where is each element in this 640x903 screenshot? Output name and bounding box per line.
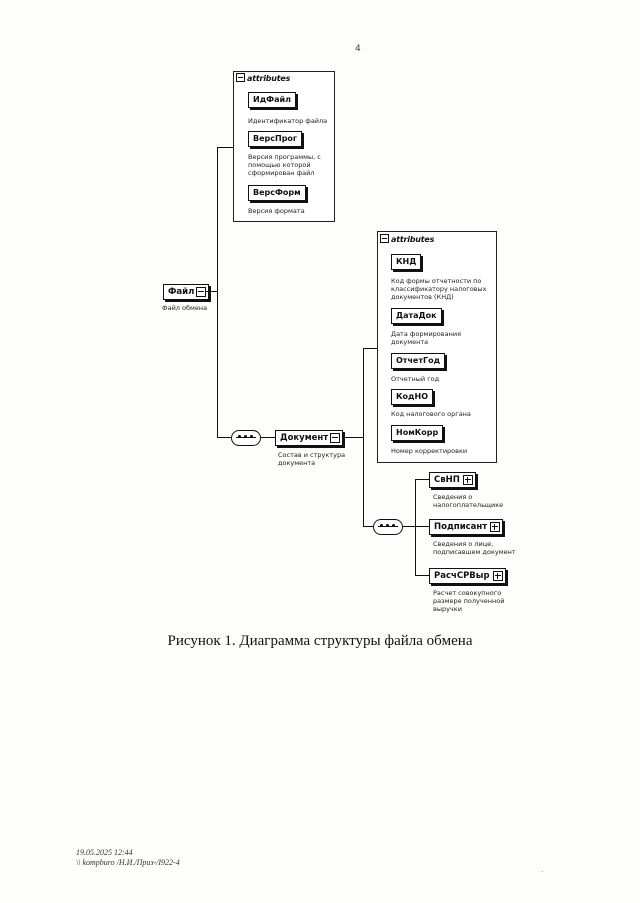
attr-otchetgod[interactable]: ОтчетГод [391, 353, 446, 369]
sequence-icon [373, 519, 403, 535]
element-svnp[interactable]: СвНП [429, 472, 476, 488]
document-attributes-header[interactable]: attributes [380, 234, 434, 244]
collapse-icon[interactable] [236, 73, 245, 82]
connector [415, 479, 429, 480]
element-document[interactable]: Документ [275, 430, 344, 446]
sequence-icon [231, 430, 261, 446]
attr-idfile[interactable]: ИдФайл [248, 92, 296, 108]
element-svnp-desc: Сведения о налогоплательщике [433, 493, 504, 509]
root-element-file[interactable]: Файл [163, 284, 210, 300]
collapse-icon[interactable] [196, 287, 207, 297]
attr-nomkorr[interactable]: НомКорр [391, 425, 444, 441]
element-raschsrvyr[interactable]: РасчСРВыр [429, 568, 506, 584]
file-attributes-header[interactable]: attributes [236, 73, 290, 83]
collapse-icon[interactable] [330, 433, 341, 443]
connector [363, 526, 373, 527]
attributes-label: attributes [247, 74, 291, 83]
attr-kodno[interactable]: КодНО [391, 389, 433, 405]
connector [363, 348, 364, 526]
connector [415, 479, 416, 575]
corner-mark: · [541, 868, 544, 876]
expand-icon[interactable] [462, 475, 473, 485]
element-document-desc: Состав и структура документа [278, 451, 346, 467]
attr-versprog[interactable]: ВерсПрог [248, 131, 303, 147]
element-podpisant[interactable]: Подписант [429, 519, 504, 535]
expand-icon[interactable] [492, 571, 503, 581]
connector [403, 526, 415, 527]
attr-knd-desc: Код формы отчетности по классификатору н… [391, 277, 487, 301]
attr-kodno-desc: Код налогового органа [391, 410, 471, 418]
attr-versform-desc: Версия формата [248, 207, 305, 215]
connector [415, 526, 429, 527]
connector [217, 437, 231, 438]
connector [217, 147, 218, 437]
page-number: 4 [355, 44, 361, 54]
attr-datadok[interactable]: ДатаДок [391, 308, 442, 324]
footer-path: \\ kompburo /Н.И./Приз-/I922-4 [76, 858, 180, 867]
connector [205, 291, 217, 292]
expand-icon[interactable] [490, 522, 501, 532]
connector [261, 437, 275, 438]
attr-nomkorr-desc: Номер корректировки [391, 447, 468, 455]
connector [415, 575, 429, 576]
footer-date: 19.05.2025 12:44 [76, 848, 133, 857]
connector [217, 147, 233, 148]
attributes-label: attributes [391, 235, 435, 244]
attr-versform[interactable]: ВерсФорм [248, 185, 306, 201]
attr-versprog-desc: Версия программы, с помощью которой сфор… [248, 153, 321, 177]
attr-otchetgod-desc: Отчетный год [391, 375, 440, 383]
element-podpisant-desc: Сведения о лице, подписавшем документ [433, 540, 516, 556]
attr-knd[interactable]: КНД [391, 254, 422, 270]
figure-caption: Рисунок 1. Диаграмма структуры файла обм… [167, 633, 473, 649]
connector [345, 437, 363, 438]
attr-idfile-desc: Идентификатор файла [248, 117, 328, 125]
collapse-icon[interactable] [380, 234, 389, 243]
root-element-desc: Файл обмена [162, 304, 208, 312]
connector [363, 348, 377, 349]
attr-datadok-desc: Дата формирования документа [391, 330, 461, 346]
element-raschsrvyr-desc: Расчет совокупного размере полученной вы… [433, 589, 505, 613]
